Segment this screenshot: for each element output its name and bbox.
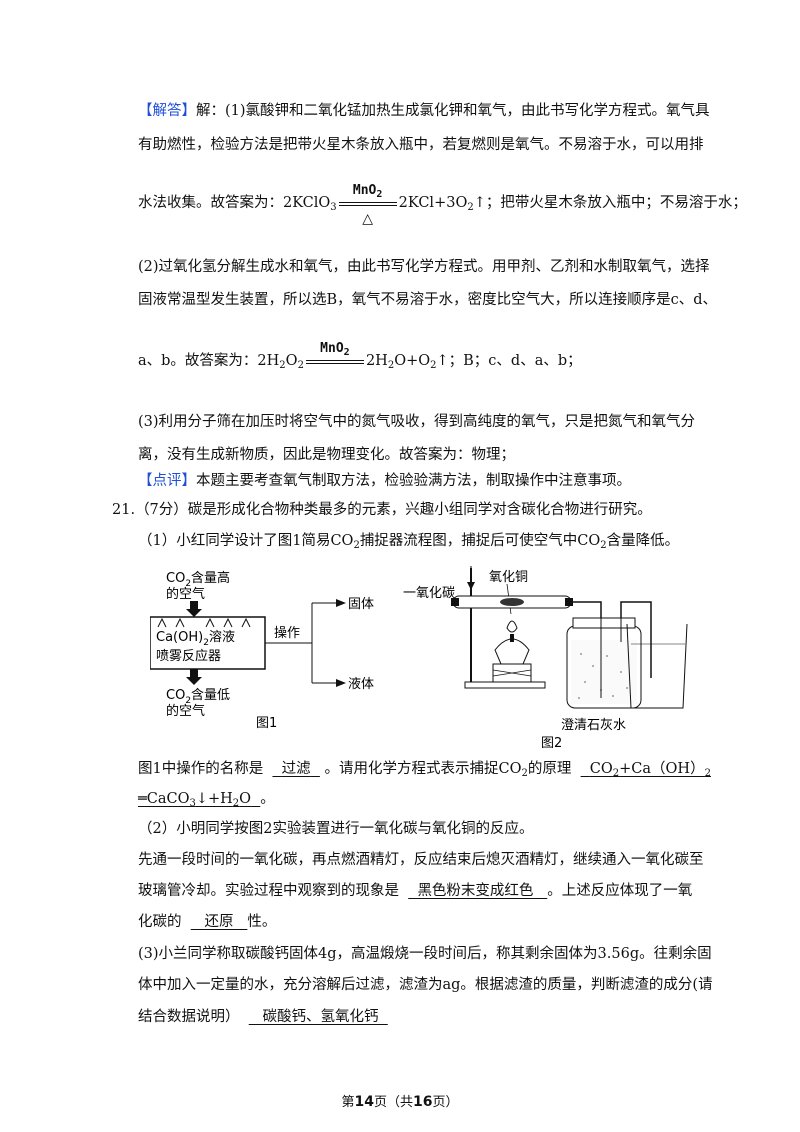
co-label: 一氧化碳 bbox=[403, 586, 455, 601]
reaction-condition-1: MnO2△ bbox=[338, 183, 397, 227]
answer-line-2: 有助燃性，检验方法是把带火星木条放入瓶中，若复燃则是氧气。不易溶于水，可以用排 bbox=[138, 137, 704, 153]
reactor-label-2: 喷雾反应器 bbox=[156, 648, 221, 664]
q21-part2-line-1: 先通一段时间的一氧化碳，再点燃酒精灯，反应结束后熄灭酒精灯，继续通入一氧化碳至 bbox=[138, 852, 704, 868]
q21-part1-question: 图1中操作的名称是 过滤 。请用化学方程式表示捕捉CO2的原理 CO2+Ca（O… bbox=[138, 761, 711, 779]
reaction-condition-2: MnO2 bbox=[305, 341, 364, 370]
reactor-label-1: Ca(OH)2溶液 bbox=[156, 630, 235, 648]
liquid-label: 液体 bbox=[348, 677, 374, 692]
operation-label: 操作 bbox=[274, 625, 300, 641]
answer-tag: 【解答】 bbox=[138, 103, 196, 119]
total-pages: 16 bbox=[413, 1094, 433, 1110]
figure-2-caption: 图2 bbox=[541, 736, 562, 748]
q21-intro: 21.（7分）碳是形成化合物种类最多的元素，兴趣小组同学对含碳化合物进行研究。 bbox=[112, 502, 652, 518]
comment-line: 【点评】本题主要考查氧气制取方法，检验验满方法，制取操作中注意事项。 bbox=[138, 473, 631, 489]
comment-tag: 【点评】 bbox=[138, 473, 196, 489]
q21-part1: （1）小红同学设计了图1简易CO2捕捉器流程图，捕捉后可使空气中CO2含量降低。 bbox=[138, 533, 680, 551]
answer-blank-filter: 过滤 bbox=[281, 761, 311, 777]
figure-1-caption: 图1 bbox=[256, 716, 277, 731]
answer-line-8: 离，没有生成新物质，因此是物理变化。故答案为：物理； bbox=[138, 447, 515, 463]
q21-part1-equation-cont: ═CaCO3↓+H2O 。 bbox=[138, 791, 275, 809]
answer-blank-equation-1: CO2+Ca（OH）2 bbox=[589, 761, 711, 779]
answer-blank-equation-2: ═CaCO3↓+H2O bbox=[138, 791, 252, 809]
solid-label: 固体 bbox=[348, 597, 374, 612]
answer-blank-residue: 碳酸钙、氢氧化钙 bbox=[262, 1009, 379, 1025]
answer-blank-phenomenon: 黑色粉末变成红色 bbox=[417, 883, 534, 899]
page-footer: 第14页（共16页） bbox=[341, 1094, 459, 1110]
q21-part2-intro: （2）小明同学按图2实验装置进行一氧化碳与氧化铜的反应。 bbox=[138, 821, 534, 837]
cuo-label: 氧化铜 bbox=[489, 570, 528, 585]
spray-marks-icon bbox=[157, 617, 251, 628]
svg-text:的空气: 的空气 bbox=[166, 703, 205, 719]
fig1-output-label: CO2含量低 bbox=[166, 687, 230, 706]
q21-part3-line-2: 体中加入一定量的水，充分溶解后过滤，滤渣为ag。根据滤渣的质量，判断滤渣的成分(… bbox=[138, 977, 713, 993]
page-number: 14 bbox=[354, 1094, 374, 1110]
q21-part2-line-3: 化碳的 还原 性。 bbox=[138, 914, 277, 930]
q21-part3-line-3: 结合数据说明） 碳酸钙、氢氧化钙 bbox=[138, 1006, 698, 1028]
figure-1-co2-capture-flow: CO2含量高 的空气 Ca(OH)2溶液 喷雾反应器 CO2含量低 的空气 操作… bbox=[150, 570, 374, 731]
answer-blank-reducing: 还原 bbox=[204, 914, 234, 930]
answer-line-1: 【解答】解：(1)氯酸钾和二氧化锰加热生成氯化钾和氧气，由此书写化学方程式。氧气… bbox=[138, 103, 710, 119]
svg-text:的空气: 的空气 bbox=[166, 586, 205, 602]
q21-part3-line-1: (3)小兰同学称取碳酸钙固体4g，高温煅烧一段时间后，称其剩余固体为3.56g。… bbox=[138, 946, 712, 962]
figure-2-co-cuo-apparatus: 一氧化碳 氧化铜 澄清石灰水 图2 bbox=[403, 566, 688, 748]
answer-line-5: 固液常温型发生装置，所以选B，氧气不易溶于水，密度比空气大，所以连接顺序是c、d… bbox=[138, 292, 718, 308]
q21-part2-line-2: 玻璃管冷却。实验过程中观察到的现象是 黑色粉末变成红色 。上述反应体现了一氧 bbox=[138, 883, 693, 899]
lime-water-label: 澄清石灰水 bbox=[561, 718, 626, 733]
fig1-input-label: CO2含量高 bbox=[166, 570, 230, 589]
answer-line-4: (2)过氧化氢分解生成水和氧气，由此书写化学方程式。用甲剂、乙剂和水制取氧气，选… bbox=[138, 259, 710, 275]
answer-line-7: (3)利用分子筛在加压时将空气中的氮气吸收，得到高纯度的氧气，只是把氮气和氧气分 bbox=[138, 414, 696, 430]
